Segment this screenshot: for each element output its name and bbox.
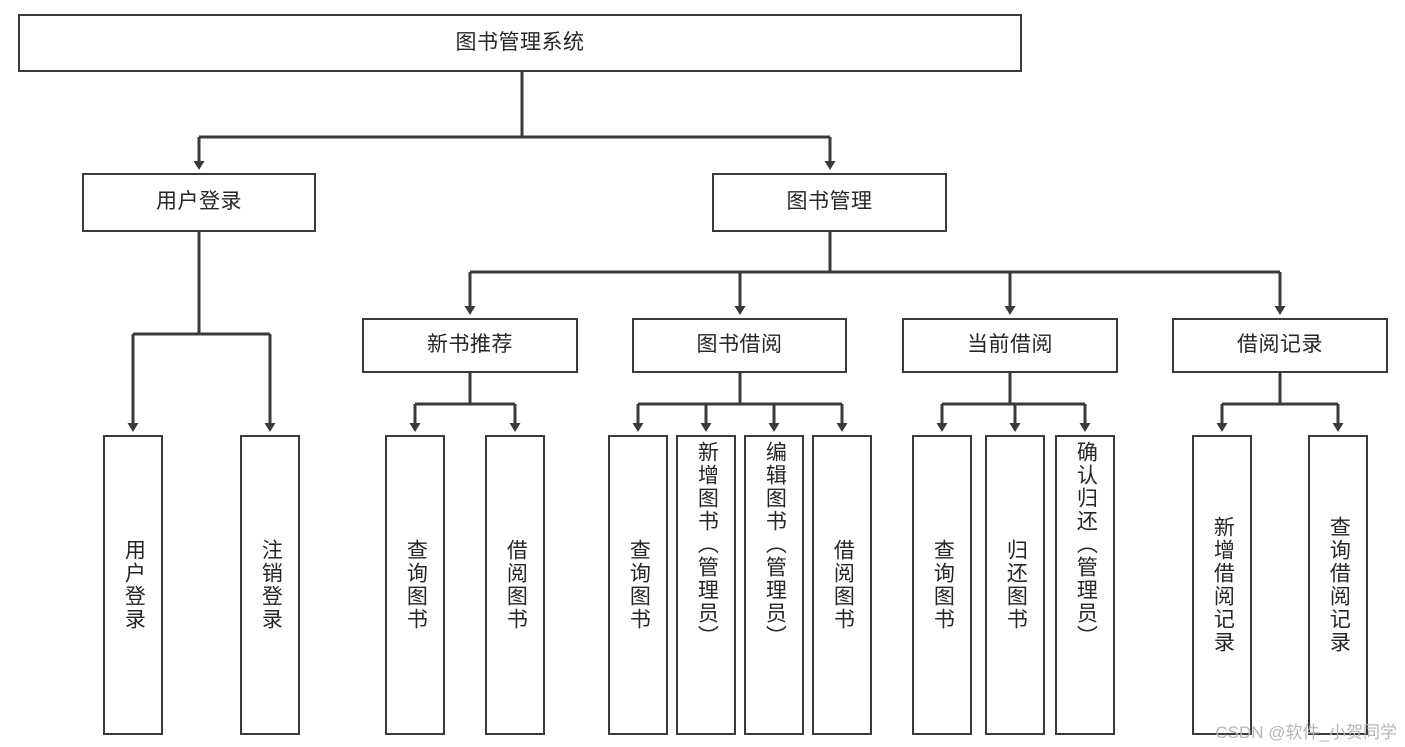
node-leaf-edit-book-admin[interactable]: 编辑图书（管理员） (744, 435, 804, 735)
csdn-watermark: CSDN @软件_小贺同学 (1215, 723, 1397, 742)
node-current-borrow-label: 当前借阅 (967, 333, 1053, 357)
node-book-borrow[interactable]: 图书借阅 (632, 318, 847, 373)
node-leaf-user-logout-label: 注销登录 (259, 539, 283, 631)
node-root-label: 图书管理系统 (455, 30, 585, 54)
node-leaf-add-book-admin[interactable]: 新增图书（管理员） (676, 435, 736, 735)
node-leaf-query-borrow-record-label: 查询借阅记录 (1327, 516, 1351, 654)
node-leaf-confirm-return-admin-label: 确认归还（管理员） (1074, 441, 1098, 648)
node-user-login-label: 用户登录 (156, 190, 242, 214)
node-user-login[interactable]: 用户登录 (82, 173, 316, 232)
node-book-management[interactable]: 图书管理 (712, 173, 947, 232)
node-leaf-recommend-borrow-book-label: 借阅图书 (504, 539, 528, 631)
node-leaf-return-book[interactable]: 归还图书 (985, 435, 1045, 735)
node-leaf-borrow-borrow-book-label: 借阅图书 (831, 539, 855, 631)
node-leaf-borrow-query-book[interactable]: 查询图书 (608, 435, 668, 735)
node-leaf-borrow-borrow-book[interactable]: 借阅图书 (812, 435, 872, 735)
node-leaf-user-login[interactable]: 用户登录 (103, 435, 163, 735)
node-leaf-user-login-label: 用户登录 (122, 539, 146, 631)
node-new-book-recommend-label: 新书推荐 (427, 333, 513, 357)
node-leaf-return-book-label: 归还图书 (1004, 539, 1028, 631)
node-leaf-recommend-query-book[interactable]: 查询图书 (385, 435, 445, 735)
node-leaf-edit-book-admin-label: 编辑图书（管理员） (763, 441, 787, 648)
node-leaf-current-query-book-label: 查询图书 (931, 539, 955, 631)
node-root[interactable]: 图书管理系统 (18, 14, 1022, 72)
node-leaf-confirm-return-admin[interactable]: 确认归还（管理员） (1055, 435, 1115, 735)
node-book-borrow-label: 图书借阅 (696, 333, 783, 357)
node-leaf-user-logout[interactable]: 注销登录 (240, 435, 300, 735)
node-leaf-add-borrow-record[interactable]: 新增借阅记录 (1192, 435, 1252, 735)
node-book-management-label: 图书管理 (786, 190, 873, 214)
node-leaf-borrow-query-book-label: 查询图书 (627, 539, 651, 631)
node-borrow-record[interactable]: 借阅记录 (1172, 318, 1388, 373)
node-new-book-recommend[interactable]: 新书推荐 (362, 318, 578, 373)
node-leaf-recommend-borrow-book[interactable]: 借阅图书 (485, 435, 545, 735)
node-leaf-add-borrow-record-label: 新增借阅记录 (1211, 516, 1235, 654)
node-leaf-query-borrow-record[interactable]: 查询借阅记录 (1308, 435, 1368, 735)
node-leaf-add-book-admin-label: 新增图书（管理员） (695, 441, 719, 648)
node-leaf-current-query-book[interactable]: 查询图书 (912, 435, 972, 735)
node-leaf-recommend-query-book-label: 查询图书 (404, 539, 428, 631)
node-current-borrow[interactable]: 当前借阅 (902, 318, 1118, 373)
node-borrow-record-label: 借阅记录 (1237, 333, 1323, 357)
